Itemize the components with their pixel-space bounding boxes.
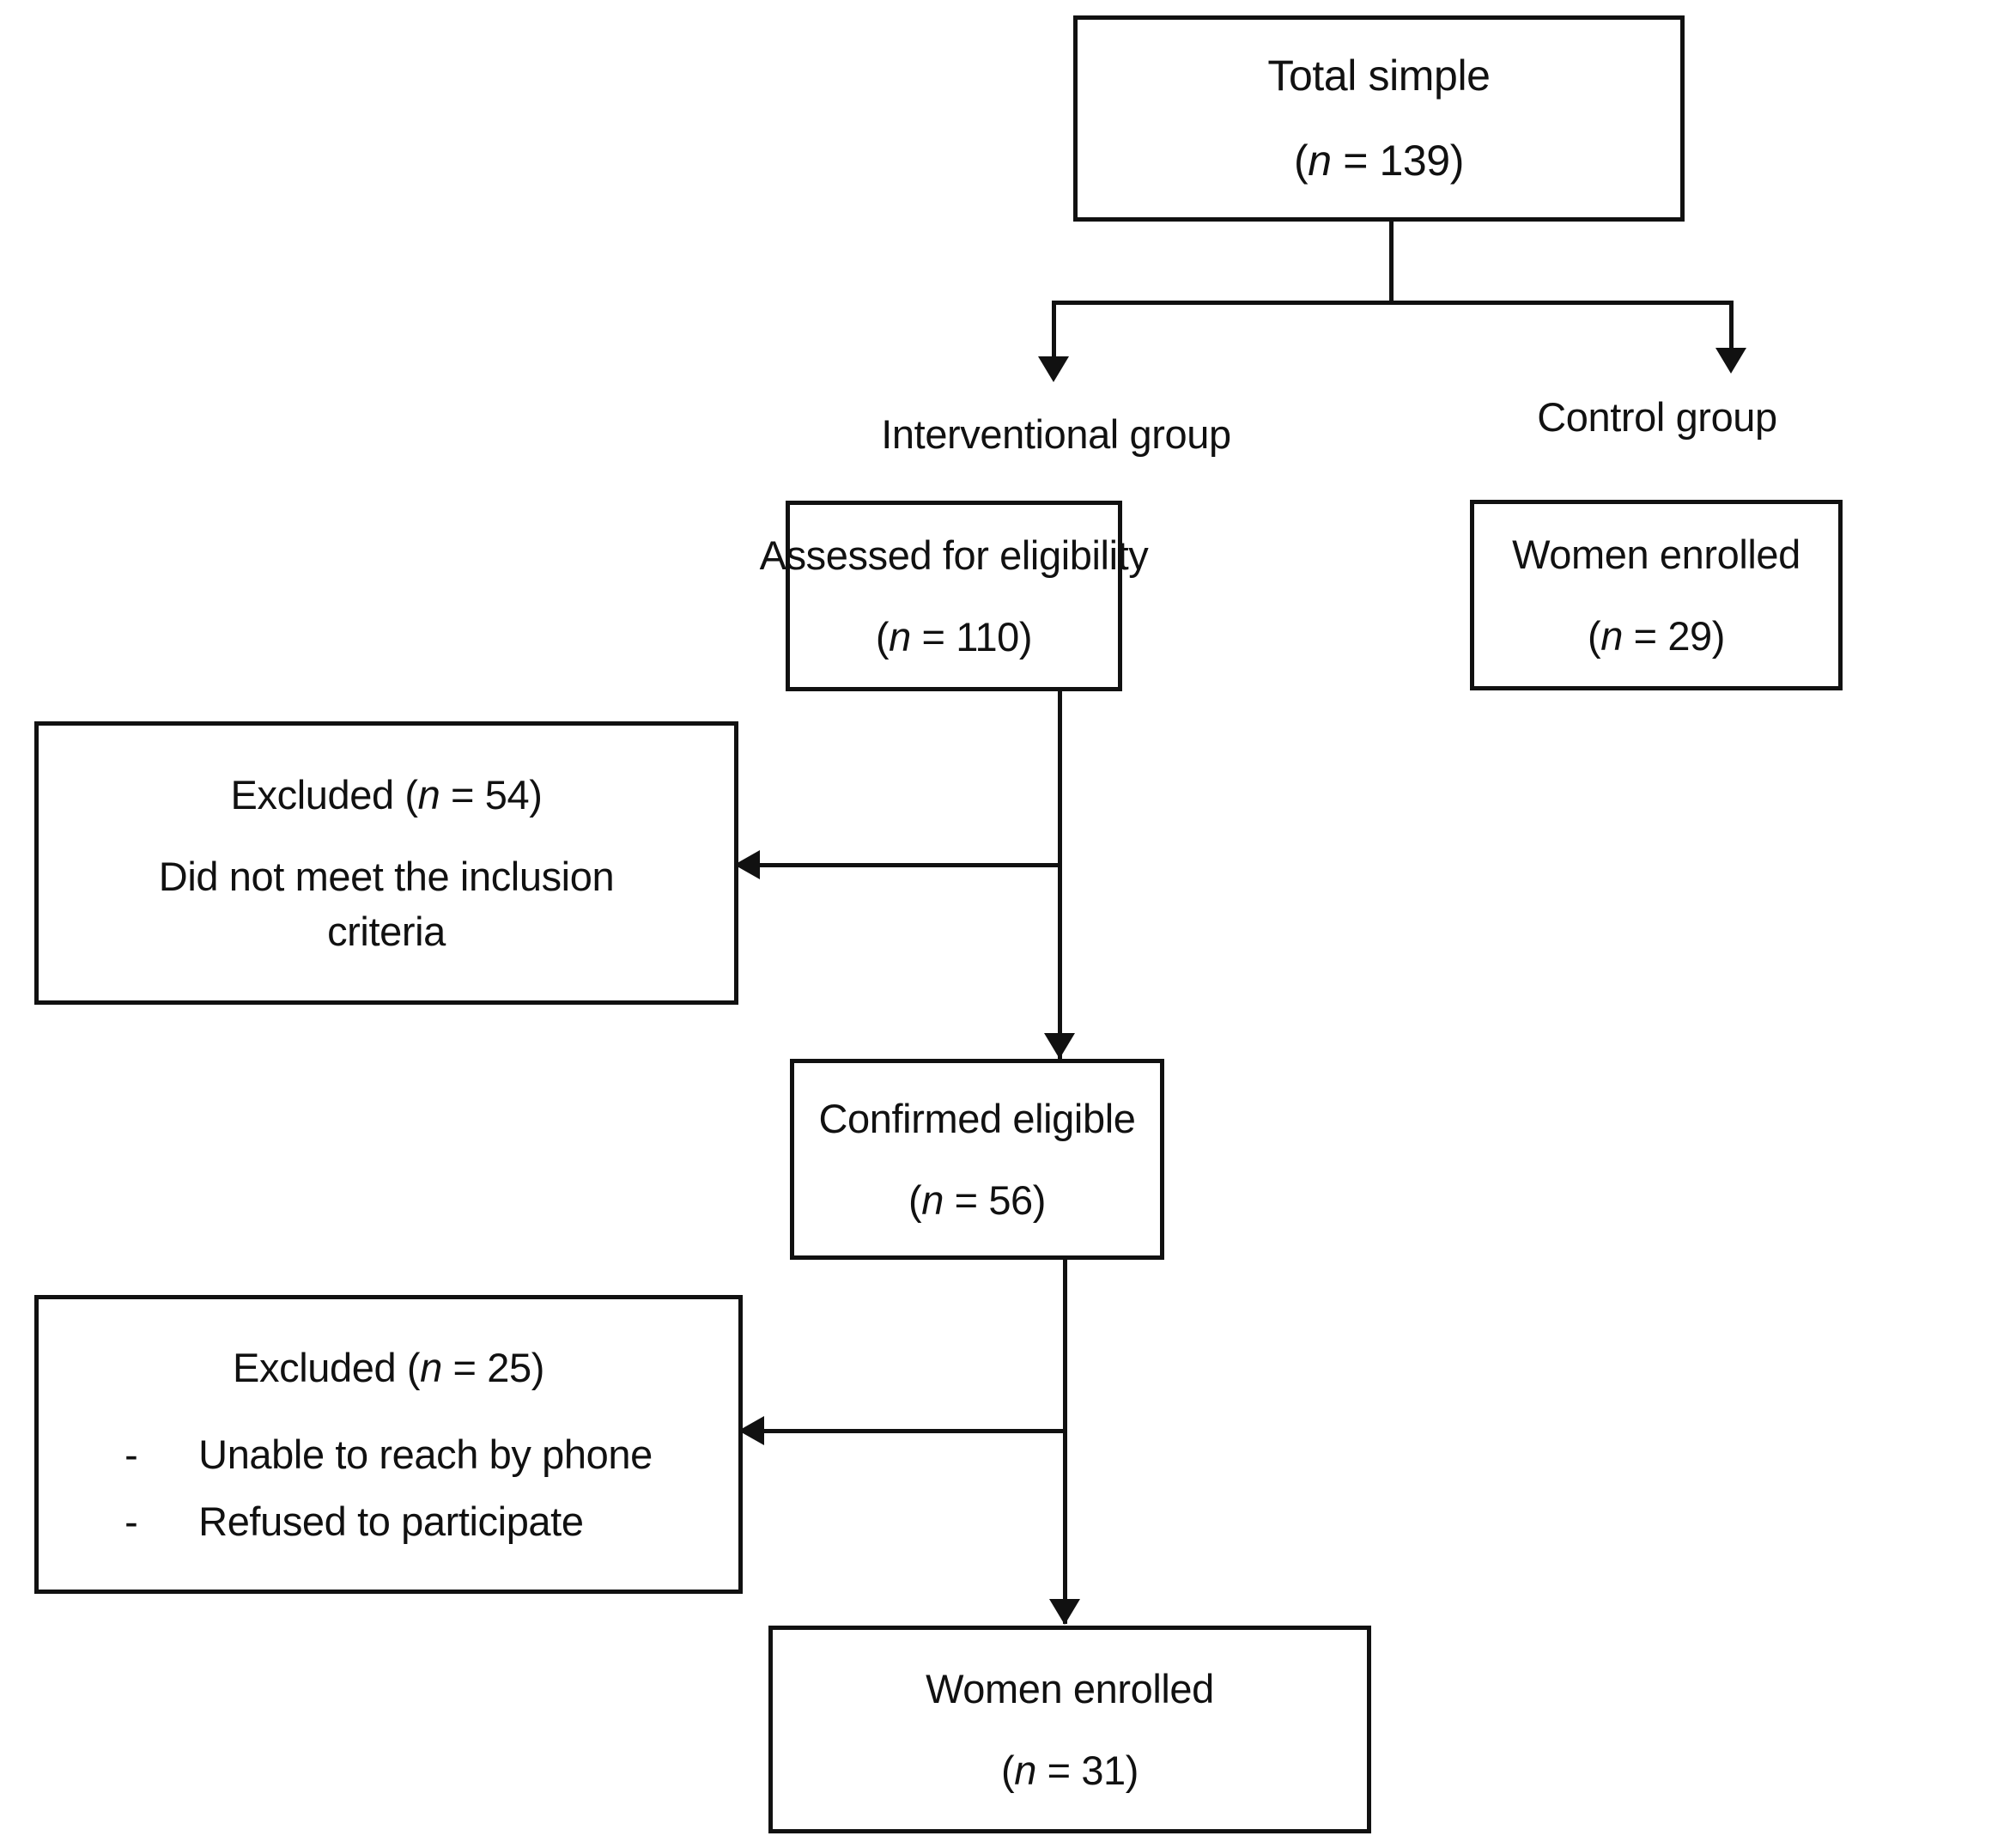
bullet-dash-icon: - — [124, 1432, 138, 1478]
connector-to-excluded-2 — [760, 1429, 1065, 1433]
node-confirmed-eligible-count: (n = 56) — [908, 1177, 1047, 1223]
node-assessed-for-eligibility: Assessed for eligibility (n = 110) — [760, 501, 1149, 691]
arrowhead-women-enrolled — [1049, 1599, 1080, 1625]
bullet-dash-icon: - — [124, 1498, 138, 1544]
connector-left-branch — [1052, 301, 1056, 362]
node-excluded-1-title: Excluded (n = 54) — [230, 771, 543, 818]
node-assessed-title: Assessed for eligibility — [759, 532, 1149, 578]
connector-total-sample-stem — [1389, 222, 1394, 304]
node-excluded-1-reason-line-1: Did not meet the inclusion — [158, 854, 615, 900]
connector-assessed-to-confirmed — [1058, 691, 1062, 1059]
node-excluded-2-title: Excluded (n = 25) — [233, 1344, 544, 1390]
node-control-women-enrolled-title: Women enrolled — [1512, 531, 1800, 577]
node-excluded-2-bullet-2: Refused to participate — [198, 1498, 584, 1544]
arrowhead-right-branch — [1715, 348, 1746, 374]
arrowhead-confirmed-eligible — [1044, 1033, 1075, 1059]
node-control-women-enrolled: Women enrolled (n = 29) — [1470, 500, 1843, 690]
connector-right-branch — [1729, 301, 1734, 354]
node-control-women-enrolled-count: (n = 29) — [1587, 613, 1726, 659]
node-total-sample: Total simple (n = 139) — [1073, 15, 1685, 222]
node-total-sample-count: (n = 139) — [1294, 137, 1464, 185]
node-intervention-women-enrolled: Women enrolled (n = 31) — [768, 1626, 1371, 1833]
connector-to-excluded-1 — [756, 863, 1060, 867]
node-excluded-2-reason-list: - Unable to reach by phone - Refused to … — [124, 1431, 653, 1545]
list-item: - Refused to participate — [124, 1498, 653, 1545]
arrowhead-left-branch — [1038, 356, 1069, 382]
node-total-sample-title: Total simple — [1267, 52, 1491, 100]
node-confirmed-eligible: Confirmed eligible (n = 56) — [790, 1059, 1164, 1260]
label-interventional-group: Interventional group — [881, 411, 1231, 457]
node-excluded-2: Excluded (n = 25) - Unable to reach by p… — [34, 1295, 743, 1594]
arrowhead-excluded-1 — [734, 850, 760, 879]
arrowhead-excluded-2 — [738, 1416, 764, 1445]
label-control-group: Control group — [1537, 394, 1777, 440]
node-excluded-1: Excluded (n = 54) Did not meet the inclu… — [34, 721, 738, 1005]
node-excluded-1-reason-line-2: criteria — [327, 908, 446, 954]
node-excluded-2-bullet-1: Unable to reach by phone — [198, 1432, 653, 1478]
node-assessed-count: (n = 110) — [875, 614, 1033, 660]
node-intervention-women-enrolled-count: (n = 31) — [1000, 1748, 1139, 1793]
node-intervention-women-enrolled-title: Women enrolled — [926, 1665, 1214, 1711]
list-item: - Unable to reach by phone — [124, 1431, 653, 1478]
node-confirmed-eligible-title: Confirmed eligible — [818, 1095, 1136, 1141]
connector-confirmed-to-enrolled — [1063, 1260, 1067, 1624]
connector-split-bar — [1052, 301, 1734, 305]
